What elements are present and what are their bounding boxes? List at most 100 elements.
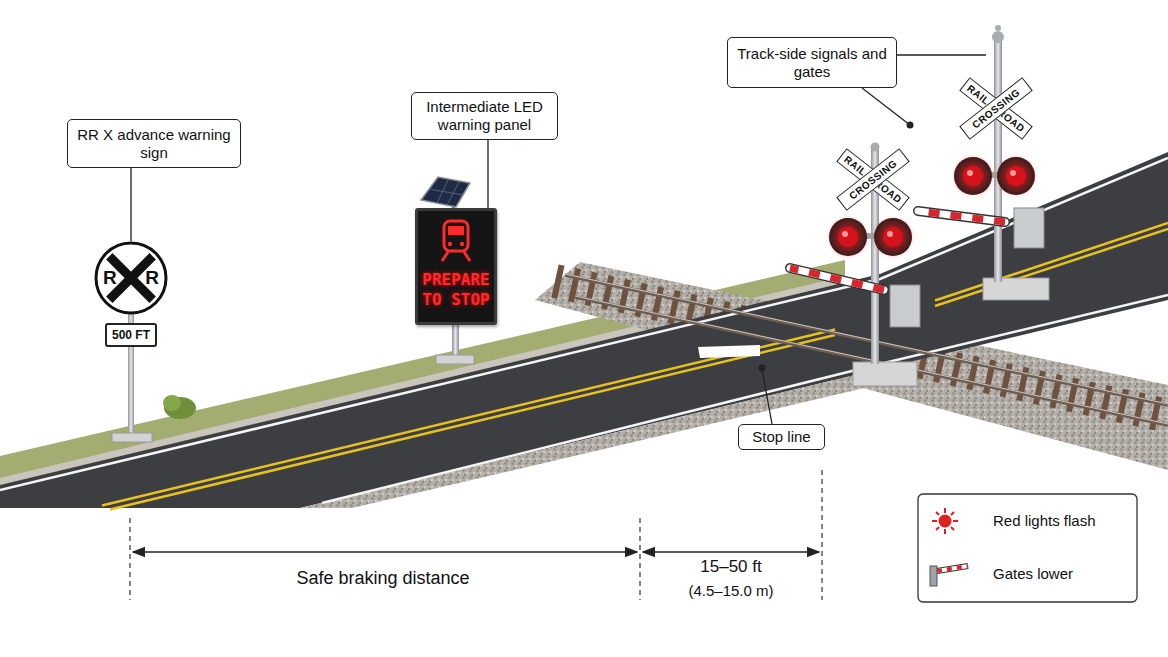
light-highlight [1010,170,1016,176]
road-edge-line [322,295,1168,503]
dimension-arrow [643,551,819,553]
callout-box: Intermediate LED warning panel [411,92,558,140]
gate-post [930,566,937,586]
solar-grid [447,182,459,205]
train-window [448,226,464,235]
leader-line [130,168,131,241]
callout-text: Intermediate LED warning panel [420,98,549,134]
bush [163,395,181,411]
leader-line [762,369,772,424]
stop-line-marking [698,345,760,358]
legend-gate-icon [930,566,968,586]
light-highlight [842,231,848,237]
signal-light [826,215,870,259]
road-surface [0,152,1168,508]
light-glow [871,215,915,259]
dimension-extension [129,518,130,600]
light-ray [932,520,937,522]
signal-light [951,154,995,198]
light-ray [936,512,939,515]
distance-plate: 500 FT [105,323,157,347]
train-lamp [448,242,452,246]
signal-light [994,154,1038,198]
callout-box: Stop line [738,424,825,450]
sign-letter: R [103,267,117,289]
led-message: PREPARE TO STOP [420,270,492,310]
solar-grid [429,189,463,195]
gate-arm [937,566,968,571]
gate-mechanism [890,285,920,327]
signal-light [871,215,915,259]
dimension-extension [821,470,822,600]
dimension-extension [639,518,640,600]
leader-line [862,88,910,125]
gate-arm-outline [790,268,884,290]
signal-base [853,362,917,386]
panel-post [452,322,459,358]
train-lamp [460,242,464,246]
legend-light-icon [932,508,958,534]
center-line [110,335,835,510]
gate-arm-stripes [937,566,968,571]
light-lens [963,166,983,186]
callout-box: RR X advance warning sign [67,119,241,168]
leader-line [487,140,488,208]
legend-text: Gates lower [993,565,1073,582]
leader-dot [759,365,766,372]
sign-disc [96,243,166,313]
signal-base [983,278,1049,300]
light-ray [951,512,954,515]
callout-box: Track-side signals and gates [727,37,897,88]
gate-arm-stripes [790,268,884,290]
light-ray [953,520,958,522]
gate-arm-outline [937,566,968,571]
gate-arm-outline [918,211,1005,222]
mast-cap [995,25,1001,31]
callout-text: RR X advance warning sign [76,126,232,162]
dimension-label: (4.5–15.0 m) [688,582,773,599]
light-highlight [967,170,973,176]
light-ray [951,527,954,530]
gate-arm-stripes [918,211,1005,222]
light-lens [883,227,903,247]
train-rail [442,252,448,261]
rail [565,275,1168,405]
legend-box [918,494,1137,602]
center-line [935,229,1168,306]
gate-arm [790,268,884,290]
leader-dot [907,122,914,129]
signal-mast [994,38,1002,282]
plate-text: 500 FT [112,328,150,342]
sign-post [128,300,134,436]
mast-cap [871,143,880,152]
light-glow [826,215,870,259]
light-lens [1006,166,1026,186]
gate-arm [918,211,1005,222]
light-glow [994,154,1038,198]
dimension-label: 15–50 ft [700,557,761,577]
leader-line [897,54,986,55]
solar-grid [437,180,448,203]
panel-base [436,355,474,364]
light-ray [936,527,939,530]
solar-panel [421,177,470,207]
sign-letter: R [145,267,159,289]
light-dot [939,515,952,528]
sign-base [112,433,152,442]
callout-text: Stop line [752,428,810,446]
callout-text: Track-side signals and gates [736,45,888,81]
light-ray [944,529,946,534]
mast-cap [992,31,1004,43]
train-body [444,221,468,251]
train-icon [418,217,494,267]
light-lens [838,227,858,247]
light-ray [944,508,946,513]
light-glow [951,154,995,198]
light-highlight [887,231,893,237]
train-rail [464,252,470,261]
rr-advance-sign: RR [94,241,168,315]
gate-mechanism [1014,208,1044,248]
